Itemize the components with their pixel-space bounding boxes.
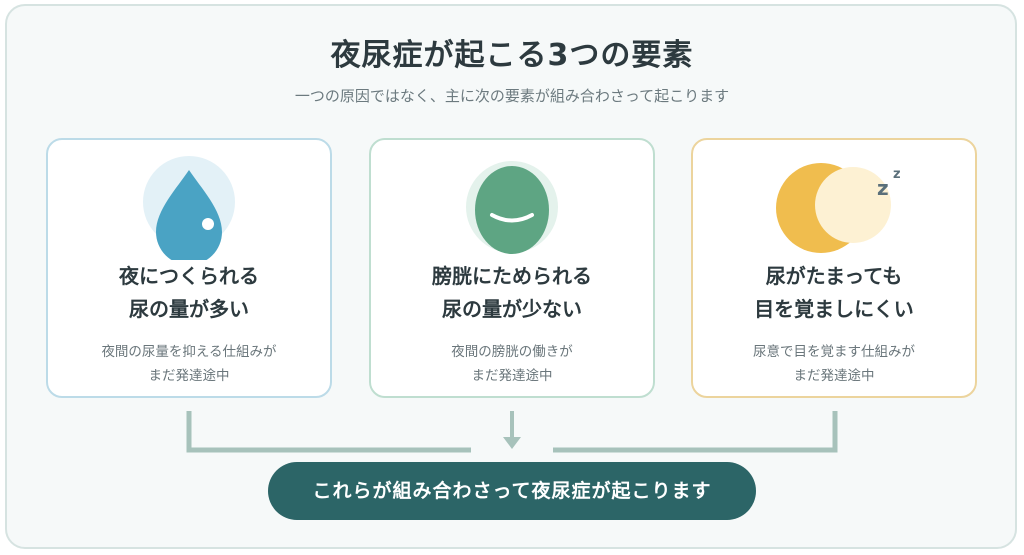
diagram-subtitle: 一つの原因ではなく、主に次の要素が組み合わさって起こります — [294, 87, 730, 105]
card-heading: 膀胱にためられる 尿の量が少ない — [371, 260, 653, 326]
card-desc-line: まだ発達途中 — [793, 368, 875, 384]
result-banner: これらが組み合わさって夜尿症が起こります — [268, 462, 756, 520]
card-heading: 夜につくられる 尿の量が多い — [48, 260, 330, 326]
card-description: 夜間の膀胱の働きが まだ発達途中 — [371, 340, 653, 388]
card-bladder-capacity: 膀胱にためられる 尿の量が少ない 夜間の膀胱の働きが まだ発達途中 — [369, 138, 655, 398]
card-heading-line: 目を覚ましにくい — [754, 297, 914, 321]
card-heading-line: 尿の量が少ない — [442, 297, 582, 321]
diagram-title: 夜尿症が起こる3つの要素 — [330, 38, 694, 73]
water-drop-icon — [143, 156, 235, 260]
sleep-z-large: z — [877, 176, 889, 200]
bladder-icon — [466, 161, 558, 254]
card-desc-line: 夜間の尿量を抑える仕組みが — [101, 344, 277, 360]
sleep-z-small: z — [893, 167, 901, 182]
card-urine-volume: 夜につくられる 尿の量が多い 夜間の尿量を抑える仕組みが まだ発達途中 — [46, 138, 332, 398]
merge-connector — [186, 411, 838, 453]
card-desc-line: まだ発達途中 — [471, 368, 553, 384]
card-desc-line: まだ発達途中 — [148, 368, 230, 384]
card-desc-line: 夜間の膀胱の働きが — [451, 344, 573, 360]
card-heading-line: 尿の量が多い — [129, 297, 249, 321]
card-waking-difficulty: z z 尿がたまっても 目を覚ましにくい 尿意で目を覚ます仕組みが まだ発達途中 — [691, 138, 977, 398]
card-heading-line: 夜につくられる — [119, 264, 259, 288]
down-arrow-icon — [503, 437, 521, 449]
card-heading: 尿がたまっても 目を覚ましにくい — [693, 260, 975, 326]
moon-sleep-icon: z z — [776, 163, 901, 253]
card-heading-line: 尿がたまっても — [765, 264, 903, 288]
card-desc-line: 尿意で目を覚ます仕組みが — [753, 344, 915, 360]
card-description: 夜間の尿量を抑える仕組みが まだ発達途中 — [48, 340, 330, 388]
card-description: 尿意で目を覚ます仕組みが まだ発達途中 — [693, 340, 975, 388]
card-heading-line: 膀胱にためられる — [432, 264, 592, 288]
